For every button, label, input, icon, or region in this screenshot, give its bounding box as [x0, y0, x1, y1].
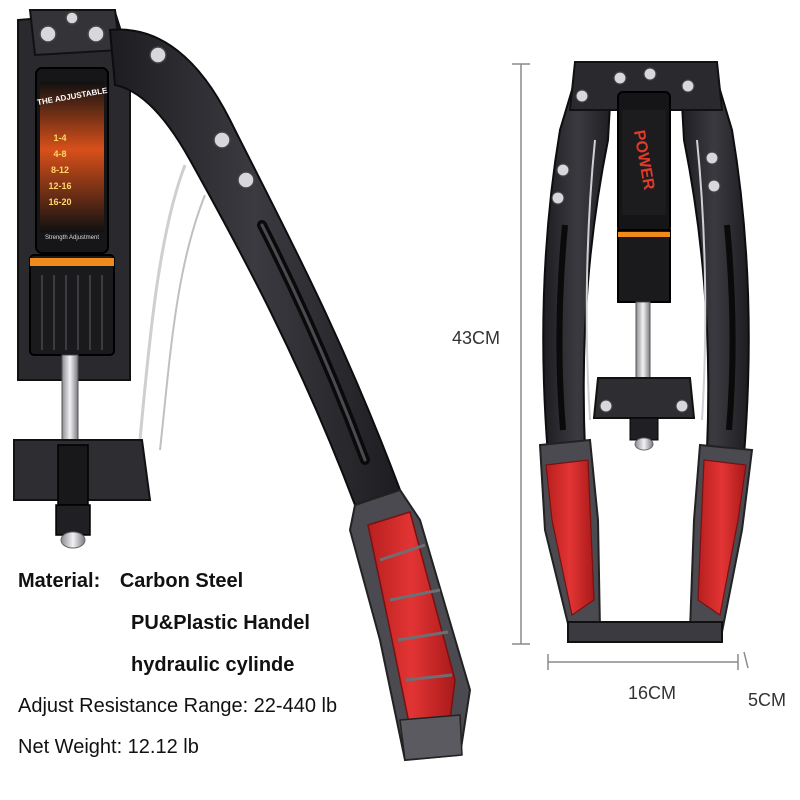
dim-height: 43CM — [452, 328, 501, 348]
spec-material-label: Material: — [18, 570, 101, 592]
spec-weight: Net Weight: 12.12 lb — [18, 736, 199, 758]
dim-width: 16CM — [628, 683, 677, 703]
spec-material-line2-row: PU&Plastic Handel — [131, 612, 310, 635]
spec-material-line2: PU&Plastic Handel — [131, 612, 310, 634]
dimension-lines — [512, 63, 749, 670]
closeup-gripper — [13, 9, 472, 762]
level-4: 12-16 — [48, 181, 71, 191]
level-3: 8-12 — [51, 165, 69, 175]
spec-material-line3-row: hydraulic cylinde — [131, 654, 294, 677]
spec-material-line1: Carbon Steel — [119, 570, 244, 592]
spec-material-row: Material: Carbon Steel — [18, 570, 243, 593]
full-bottom-bar — [567, 621, 723, 643]
arm-slot — [257, 220, 370, 465]
cylinder-label-panel — [40, 82, 104, 232]
full-top-connector — [568, 61, 724, 111]
level-5: 16-20 — [48, 197, 71, 207]
spec-material-line3: hydraulic cylinde — [131, 654, 295, 676]
cylinder-levels: 1-4 4-8 8-12 12-16 16-20 — [48, 133, 71, 207]
end-nut — [55, 504, 91, 536]
level-1: 1-4 — [53, 133, 66, 143]
spring-wire — [138, 164, 187, 441]
cylinder-label-footer: Strength Adjustment — [45, 235, 99, 241]
dim-depth: 5CM — [748, 690, 787, 710]
full-gripper — [538, 61, 754, 643]
spec-resistance: Adjust Resistance Range: 22-440 lb — [18, 695, 338, 717]
piston-rod — [61, 354, 79, 446]
level-2: 4-8 — [53, 149, 66, 159]
